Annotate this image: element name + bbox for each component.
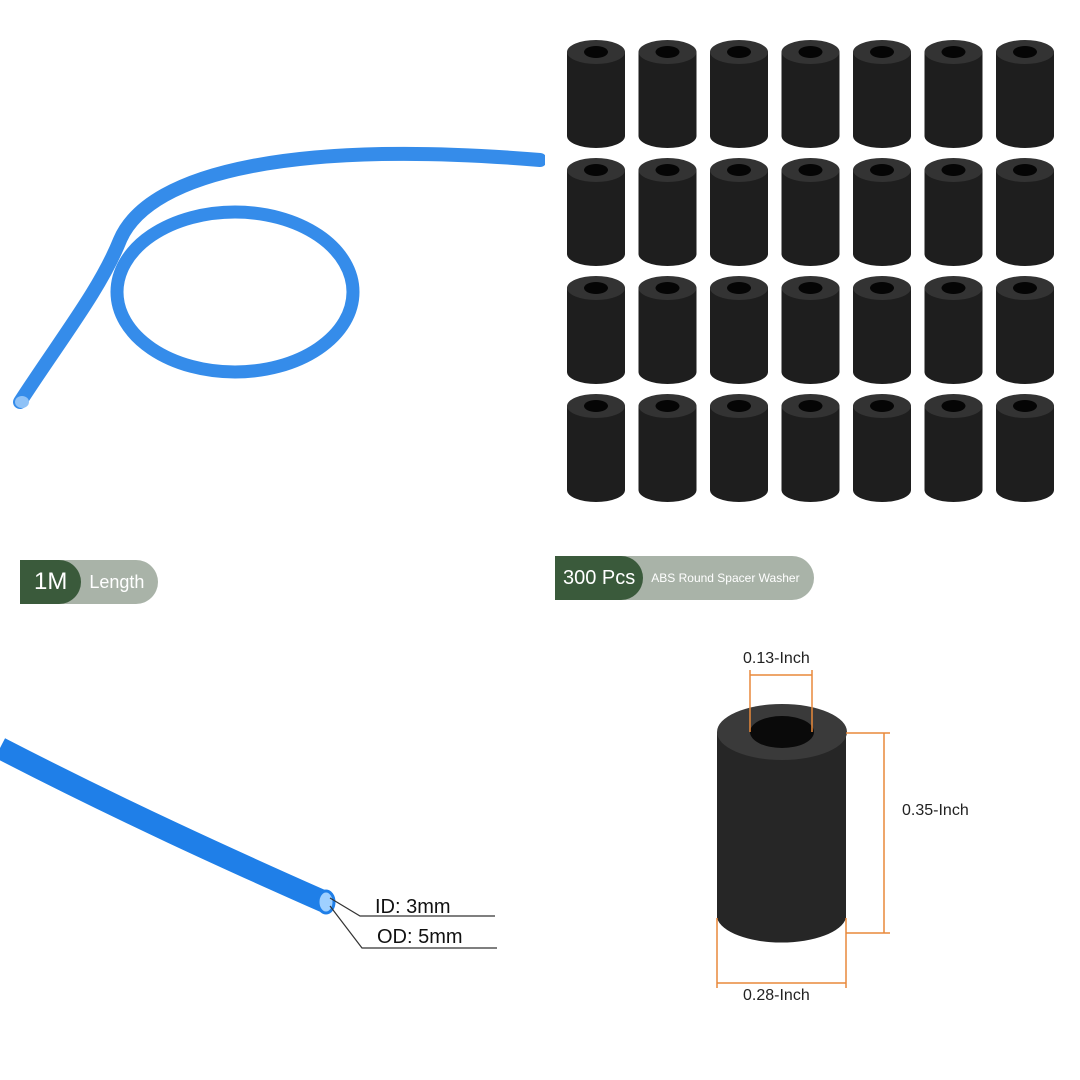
spacer-item	[853, 40, 911, 148]
spacer-item	[710, 158, 768, 266]
length-badge: 1M Length	[20, 560, 159, 604]
spacer-item	[924, 394, 983, 502]
spacer-item	[638, 394, 697, 502]
id-label: ID: 3mm	[375, 896, 451, 918]
spacer-item	[567, 276, 625, 384]
spacer-item	[567, 394, 625, 502]
count-badge: 300 Pcs ABS Round Spacer Washer	[555, 556, 814, 600]
od-label: OD: 5mm	[377, 926, 463, 948]
spacer-item	[924, 40, 983, 148]
spacer-item	[710, 394, 768, 502]
spacer-item	[996, 394, 1054, 502]
spacer-item	[781, 158, 840, 266]
height-label: 0.35-Inch	[902, 802, 969, 819]
spacer-item	[853, 276, 911, 384]
length-value: 1M	[20, 560, 82, 604]
spacer-item	[781, 276, 840, 384]
spacer-item	[567, 158, 625, 266]
spacer-item	[638, 158, 697, 266]
spacer-item	[710, 276, 768, 384]
spacer-dimension-image	[716, 670, 890, 988]
spacer-item	[710, 40, 768, 148]
spacer-item	[638, 276, 697, 384]
spacer-item	[924, 276, 983, 384]
spacer-item	[781, 394, 840, 503]
spacer-item	[638, 40, 697, 148]
outer-diameter-label: 0.28-Inch	[743, 987, 810, 1004]
spacer-item	[996, 158, 1054, 266]
spacer-item	[853, 394, 911, 502]
tube-coil-image	[13, 146, 545, 409]
length-label: Length	[89, 571, 145, 592]
spacer-grid-image	[567, 40, 1054, 503]
count-value: 300 Pcs	[555, 556, 644, 600]
spacer-item	[853, 158, 911, 266]
spacer-item	[996, 40, 1054, 148]
count-label: ABS Round Spacer Washer	[651, 571, 800, 585]
spacer-item	[781, 40, 840, 148]
spacer-item	[996, 276, 1054, 384]
spacer-item	[567, 40, 625, 148]
tube-closeup-image	[0, 738, 497, 949]
inner-diameter-label: 0.13-Inch	[743, 650, 810, 667]
spacer-item	[924, 158, 983, 266]
